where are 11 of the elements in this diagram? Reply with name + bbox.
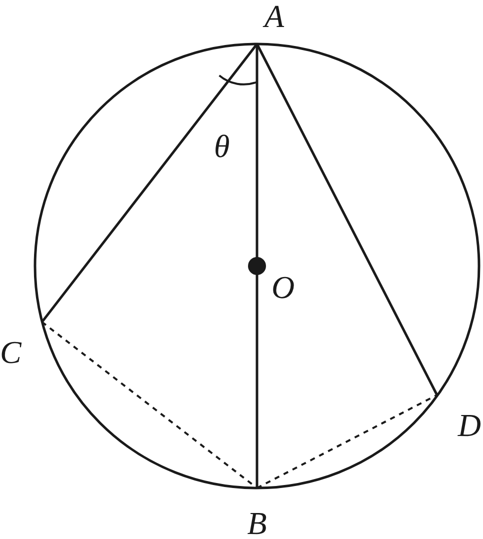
- point-label: A: [264, 0, 284, 32]
- dashed-line: [41, 321, 258, 489]
- point-label: C: [0, 336, 22, 368]
- line-segment: [256, 44, 258, 488]
- angle-label: θ: [214, 130, 230, 162]
- point-label: D: [458, 409, 481, 441]
- point-label: B: [247, 507, 267, 539]
- line-segment: [41, 43, 258, 323]
- line-segment: [256, 43, 438, 396]
- dashed-line: [256, 394, 438, 489]
- point-label: O: [271, 271, 295, 303]
